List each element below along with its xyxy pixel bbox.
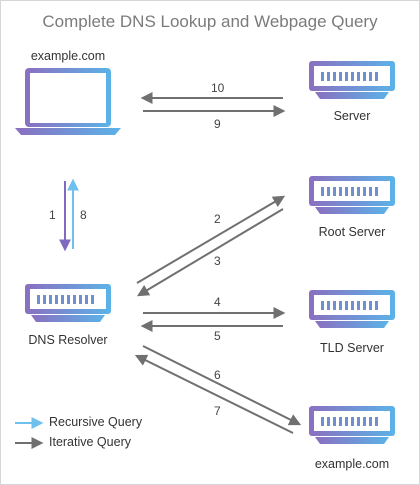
step-5-label: 5 [214, 329, 221, 343]
step-7-label: 7 [214, 404, 221, 418]
server-icon [309, 61, 395, 99]
step-10-label: 10 [211, 81, 225, 95]
root-server-label: Root Server [318, 225, 386, 239]
legend-iterative-label: Iterative Query [49, 435, 131, 449]
step-4-label: 4 [214, 295, 221, 309]
authoritative-server-label: example.com [314, 457, 390, 471]
step-9-label: 9 [214, 117, 221, 131]
laptop-icon [15, 68, 121, 135]
arrow-step-2 [136, 195, 286, 284]
client-label: example.com [30, 49, 106, 63]
step-3-label: 3 [214, 254, 221, 268]
step-2-label: 2 [214, 212, 221, 226]
arrow-step-7 [134, 354, 294, 434]
arrow-step-3 [136, 208, 284, 297]
server-label: Server [333, 109, 371, 123]
step-6-label: 6 [214, 368, 221, 382]
step-1-label: 1 [49, 208, 56, 222]
diagram-title: Complete DNS Lookup and Webpage Query [42, 12, 378, 31]
dns-resolver-label: DNS Resolver [28, 333, 108, 347]
step-8-label: 8 [80, 208, 87, 222]
dns-resolver-icon [25, 284, 111, 322]
tld-server-icon [309, 290, 395, 328]
tld-server-label: TLD Server [320, 341, 384, 355]
arrow-step-6 [142, 345, 302, 426]
legend-recursive-label: Recursive Query [49, 415, 143, 429]
root-server-icon [309, 176, 395, 214]
authoritative-server-icon [309, 406, 395, 444]
